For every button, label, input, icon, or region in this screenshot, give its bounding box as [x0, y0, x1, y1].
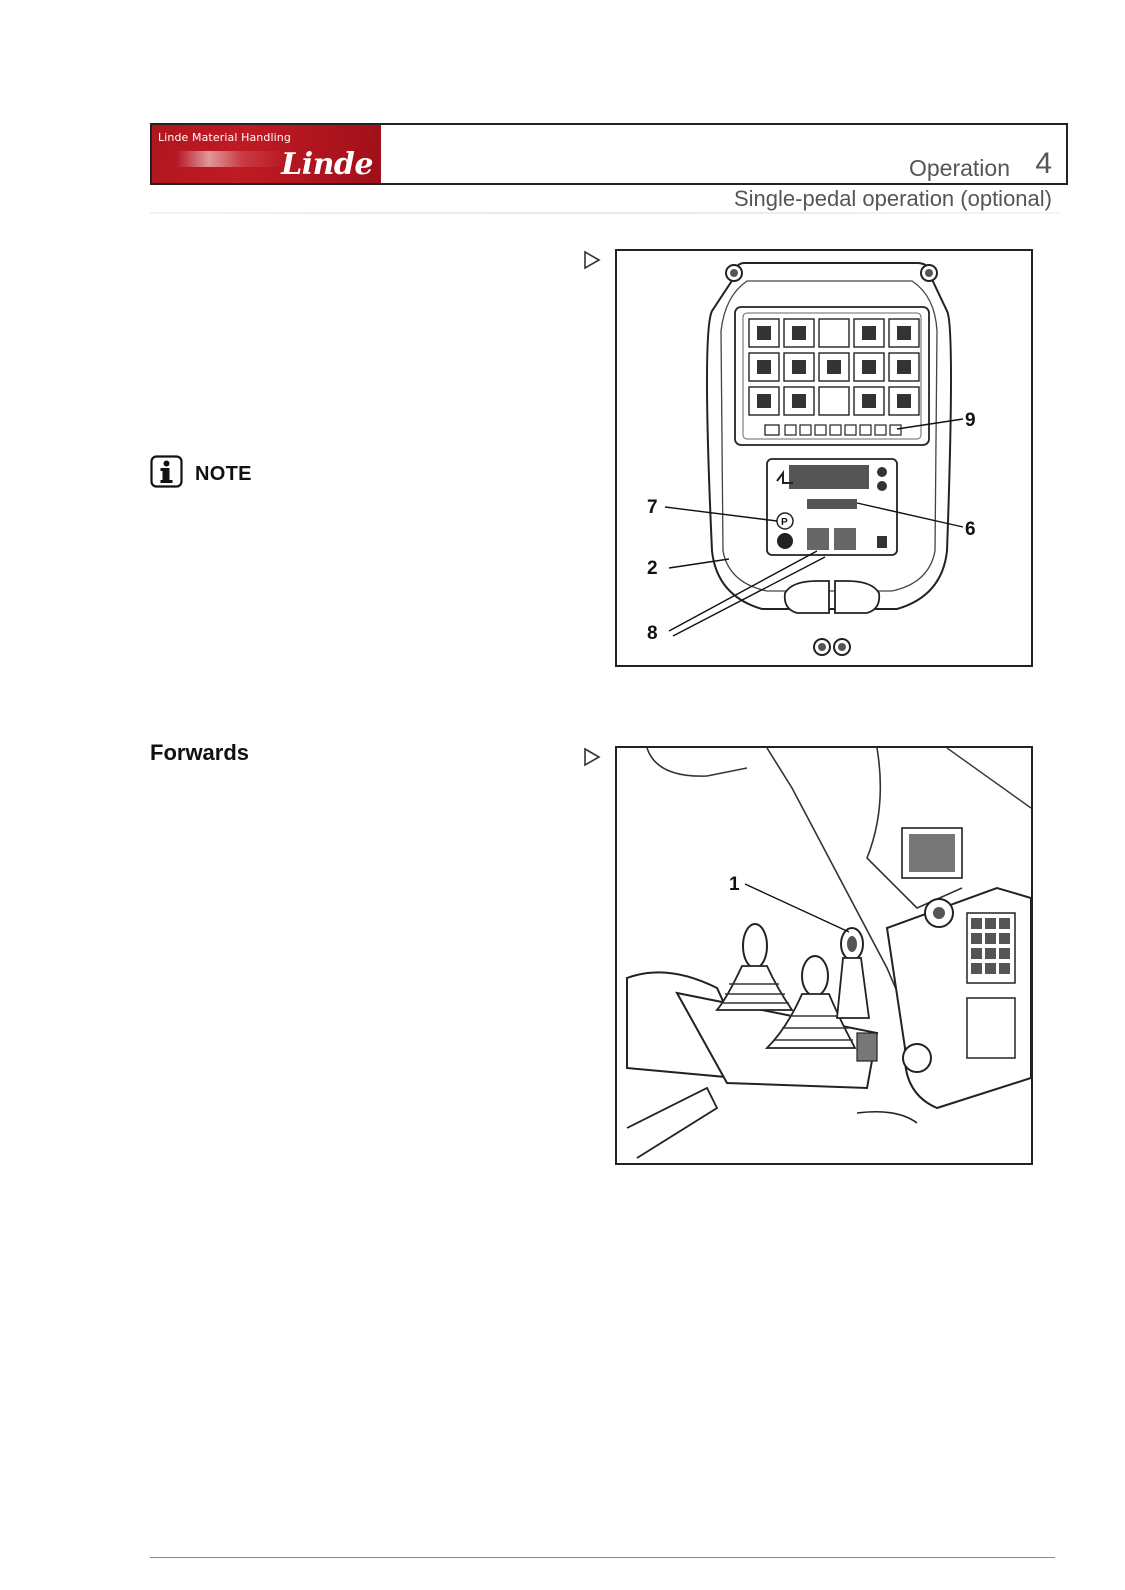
chapter-number: 4: [1035, 147, 1052, 180]
triangle-right-icon: [584, 747, 601, 767]
brand-decoration: [176, 151, 286, 167]
panel-key: [971, 918, 982, 929]
callout-6: 6: [965, 519, 976, 540]
company-name: Linde Material Handling: [158, 131, 291, 144]
joystick-left: [715, 923, 794, 1011]
display-unit-illustration: P 9 7 6 2 8: [647, 262, 976, 656]
panel-key: [971, 933, 982, 944]
warning-lamp-cell: [748, 318, 780, 348]
panel-key: [985, 933, 996, 944]
warning-lamp-symbol-icon: [757, 360, 771, 374]
indicator-lamp: [814, 424, 827, 436]
callout-7: 7: [647, 497, 658, 518]
page-header: Linde Material Handling Linde Operation …: [150, 123, 1068, 185]
panel-key: [999, 918, 1010, 929]
warning-lamp-symbol-icon: [757, 326, 771, 340]
warning-lamp-symbol-icon: [792, 326, 806, 340]
indicator-row: [784, 424, 902, 436]
linde-logo: Linde: [281, 147, 373, 182]
warning-lamp-cell: [783, 386, 815, 416]
callout-8: 8: [647, 623, 658, 644]
joystick-right-key-lever: [836, 927, 878, 1062]
warning-lamp-cell: [853, 318, 885, 348]
indicator-lamp: [859, 424, 872, 436]
indicator-lamp: [799, 424, 812, 436]
triangle-right-icon: [584, 250, 601, 270]
indicator-lamp: [829, 424, 842, 436]
control-panel-keys: [971, 918, 1010, 974]
joystick-console-illustration: 1: [626, 748, 1031, 1159]
section-title: Operation: [908, 155, 1010, 181]
brand-block: Linde Material Handling Linde: [152, 125, 381, 183]
warning-lamp-symbol-icon: [862, 360, 876, 374]
note-label: NOTE: [195, 463, 252, 485]
panel-key: [985, 963, 996, 974]
indicator-lamp: [784, 424, 797, 436]
figure-joystick-console: 1: [615, 746, 1033, 1165]
indicator-lamp: [889, 424, 902, 436]
panel-key: [985, 918, 996, 929]
warning-lamp-grid: [748, 318, 920, 416]
warning-lamp-symbol-icon: [792, 360, 806, 374]
warning-lamp-symbol-icon: [897, 360, 911, 374]
info-icon: [150, 455, 183, 488]
warning-lamp-cell: [818, 386, 850, 416]
warning-lamp-symbol-icon: [827, 360, 841, 374]
warning-lamp-symbol-icon: [862, 394, 876, 408]
callout-1: 1: [729, 874, 740, 895]
panel-key: [999, 933, 1010, 944]
indicator-lamp: [844, 424, 857, 436]
warning-lamp-symbol-icon: [792, 394, 806, 408]
page-subtitle: Single-pedal operation (optional): [734, 186, 1052, 211]
warning-lamp-cell: [818, 318, 850, 348]
section-heading-forwards: Forwards: [150, 740, 250, 765]
callout-2: 2: [647, 558, 658, 579]
panel-key: [985, 948, 996, 959]
panel-key: [971, 948, 982, 959]
warning-lamp-symbol-icon: [897, 326, 911, 340]
panel-key: [999, 948, 1010, 959]
indicator-lamp: [874, 424, 887, 436]
joystick-middle: [764, 955, 857, 1049]
callout-9: 9: [965, 410, 976, 431]
subtitle-divider: [150, 212, 1060, 214]
panel-key: [971, 963, 982, 974]
footer-divider: [150, 1557, 1055, 1558]
panel-key: [999, 963, 1010, 974]
figure-display-unit: P 9 7 6 2 8: [615, 249, 1033, 667]
warning-lamp-symbol-icon: [862, 326, 876, 340]
svg-text:P: P: [781, 517, 788, 528]
warning-lamp-symbol-icon: [757, 394, 771, 408]
warning-lamp-symbol-icon: [897, 394, 911, 408]
